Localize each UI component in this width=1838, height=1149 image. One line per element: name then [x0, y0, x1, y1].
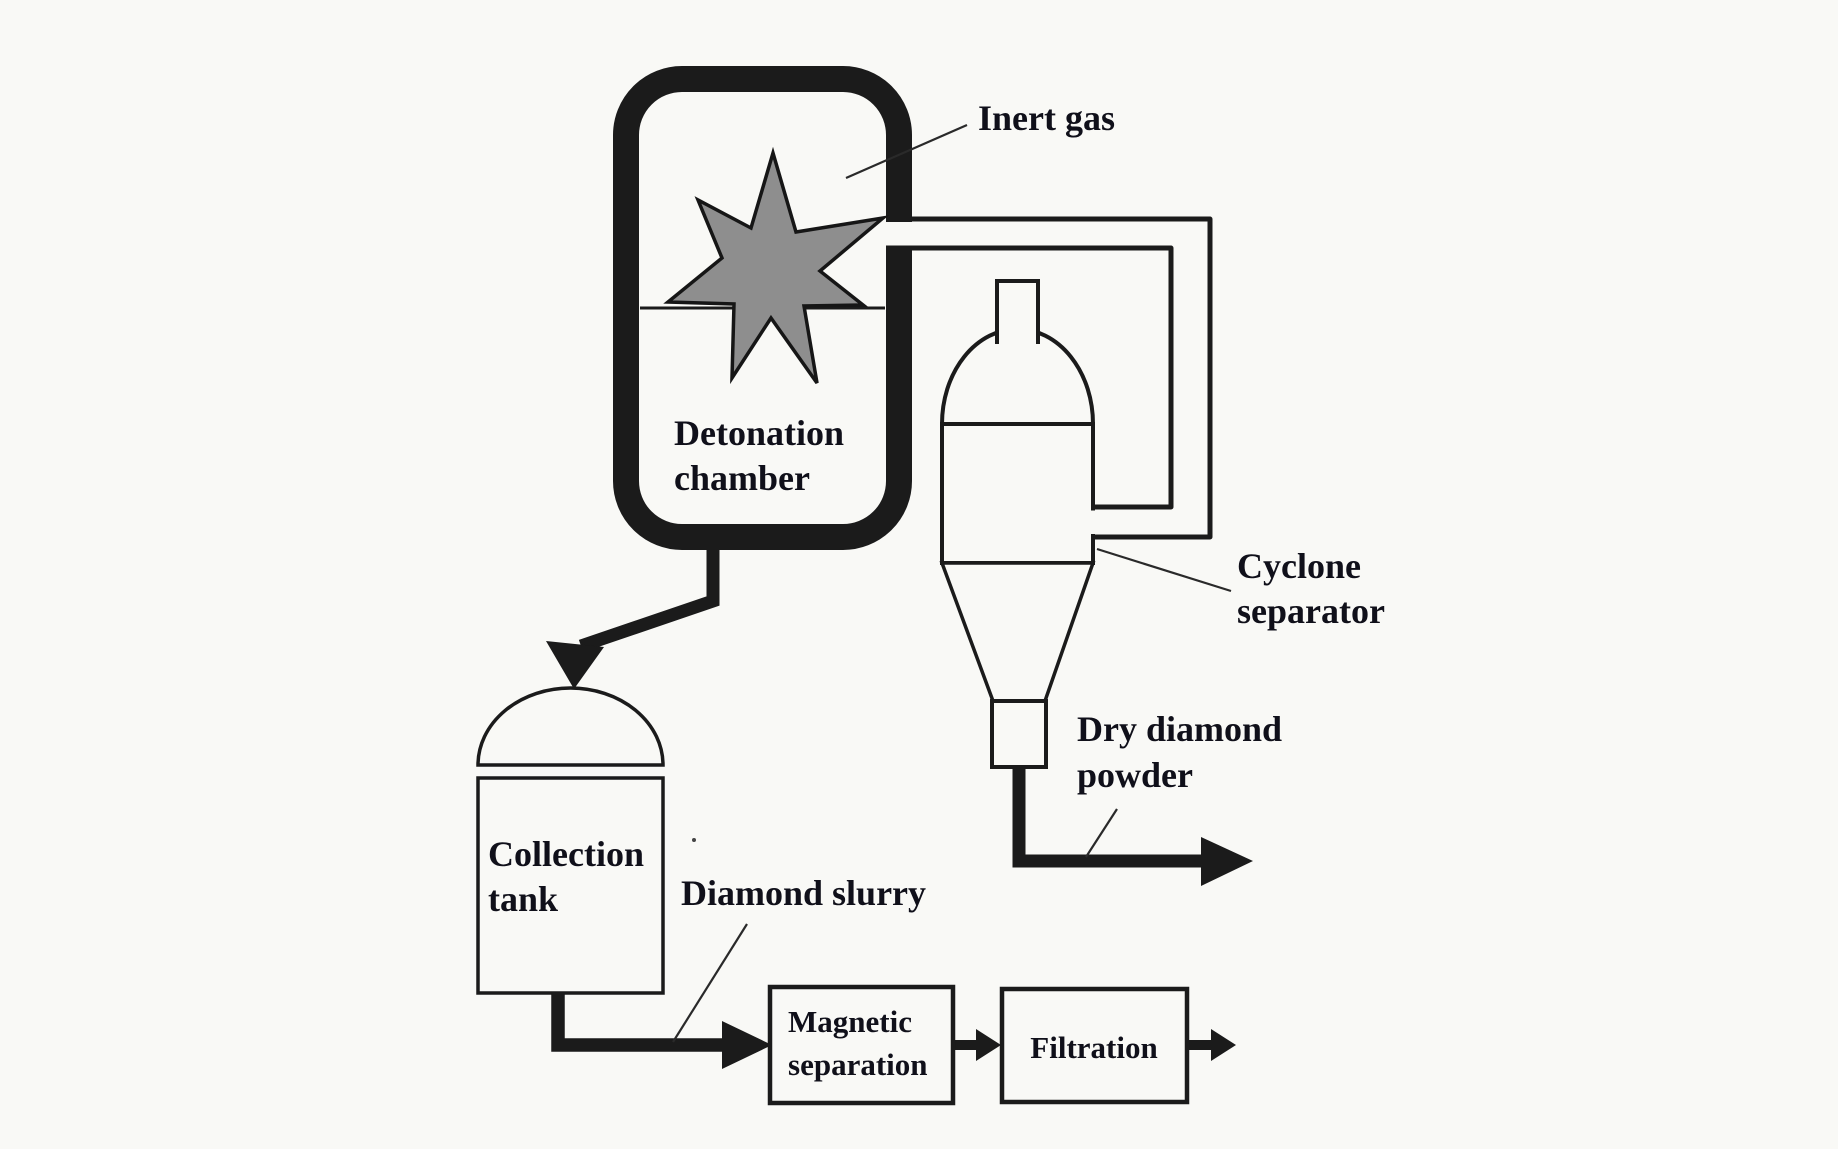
dry-powder-arrowhead [1201, 837, 1253, 886]
collection-tank-label-line1: Collection [488, 834, 644, 874]
chamber-wall-duct-opening [883, 222, 916, 246]
cyclone-top-neck [995, 279, 1040, 344]
process-boxes [767, 984, 1190, 1106]
tank-to-magnetic-pipe [551, 994, 724, 1052]
duct-inner-line [906, 245, 1174, 510]
cyclone-body [940, 422, 1095, 565]
flow-arrows [546, 539, 1253, 1069]
dry-diamond-powder-label-line1: Dry diamond [1077, 709, 1282, 749]
labels: Inert gas Detonation chamber Cyclone sep… [488, 98, 1385, 1082]
collection-tank-vessel [476, 686, 665, 995]
leader-lines [672, 123, 1232, 1043]
dry-powder-leader-line [1085, 808, 1118, 858]
cyclone-separator-label-line2: separator [1237, 591, 1385, 631]
magnetic-separation-label-line2: separation [788, 1047, 928, 1082]
cyclone-separator-label-line1: Cyclone [1237, 546, 1361, 586]
cyclone-leader-line [1096, 547, 1232, 593]
magnetic-separation-label-line1: Magnetic [788, 1004, 912, 1039]
magnetic-to-filtration-arrowhead [976, 1029, 1001, 1061]
detonation-chamber-label-line2: chamber [674, 458, 810, 498]
collection-tank-body [476, 776, 665, 995]
chamber-to-tank-arrowhead [546, 641, 604, 689]
cyclone-inlet-opening [1089, 510, 1099, 534]
cyclone-separator-vessel [939, 279, 1099, 769]
collection-tank-label-line2: tank [488, 879, 558, 919]
cyclone-outlet-neck [990, 699, 1048, 769]
explosion-star-icon [663, 146, 889, 385]
inert-gas-label: Inert gas [978, 98, 1115, 138]
stray-dot-mark [692, 838, 696, 842]
detonation-chamber-vessel [613, 66, 912, 550]
filtration-exit-arrowhead [1211, 1029, 1236, 1061]
inert-gas-duct [906, 216, 1213, 540]
diamond-slurry-leader-line [672, 923, 748, 1043]
duct-outer-line [906, 216, 1213, 540]
diamond-slurry-label: Diamond slurry [681, 873, 926, 913]
filtration-box [999, 986, 1190, 1105]
slurry-arrowhead [722, 1021, 772, 1069]
detonation-chamber-label-line1: Detonation [674, 413, 844, 453]
chamber-to-tank-pipe [578, 539, 720, 653]
dry-diamond-powder-label-line2: powder [1077, 755, 1193, 795]
filtration-label: Filtration [1030, 1030, 1157, 1065]
magnetic-separation-box [767, 984, 956, 1106]
cyclone-outlet-pipe [1012, 765, 1204, 868]
inert-gas-leader-line [845, 123, 968, 180]
